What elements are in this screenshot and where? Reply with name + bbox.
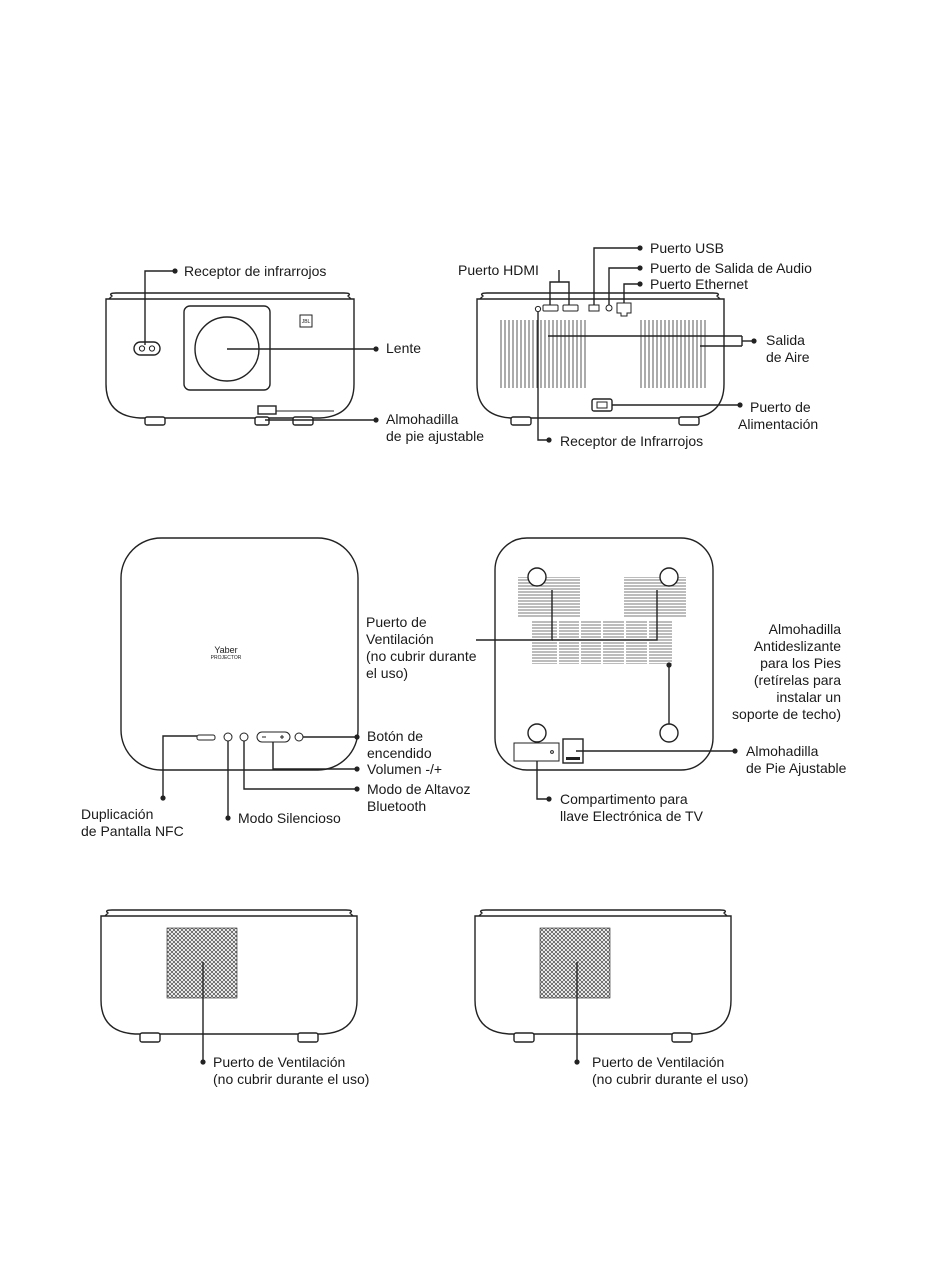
rear-callouts: Puerto HDMI Puerto USB Puerto de Salida … bbox=[458, 240, 818, 449]
label-air-outlet-2: de Aire bbox=[766, 349, 810, 365]
foot-pad-tl bbox=[527, 567, 547, 587]
label-tv-key-1: Compartimento para bbox=[560, 791, 688, 807]
label-lens: Lente bbox=[386, 340, 421, 356]
front-view: JBL bbox=[105, 292, 355, 426]
label-volume: Volumen -/+ bbox=[367, 761, 442, 777]
label-nfc-1: Duplicación bbox=[81, 806, 153, 822]
foot-pad-bl bbox=[527, 723, 547, 743]
right-side-view: Puerto de Ventilación (no cubrir durante… bbox=[474, 909, 748, 1087]
label-left-vent-1: Puerto de Ventilación bbox=[213, 1054, 345, 1070]
bottom-view bbox=[494, 537, 714, 771]
label-power-port-1: Puerto de bbox=[750, 399, 811, 415]
top-view: Yaber PROJECTOR bbox=[120, 537, 359, 771]
front-callouts: Receptor de infrarrojos Lente Almohadill… bbox=[144, 263, 484, 444]
label-air-outlet-1: Salida bbox=[766, 332, 805, 348]
label-right-vent-2: (no cubrir durante el uso) bbox=[592, 1071, 748, 1087]
label-power-button-2: encendido bbox=[367, 745, 432, 761]
label-bluetooth-2: Bluetooth bbox=[367, 798, 426, 814]
rear-view bbox=[476, 292, 725, 426]
bottom-callouts: Puerto de Ventilación (no cubrir durante… bbox=[366, 590, 847, 824]
bottom-vent-left bbox=[518, 577, 580, 617]
foot-pad-br bbox=[659, 723, 679, 743]
side-vent-left bbox=[166, 927, 238, 999]
jbl-badge bbox=[299, 314, 313, 328]
brand-sub: PROJECTOR bbox=[211, 655, 242, 661]
label-audio-out: Puerto de Salida de Audio bbox=[650, 260, 812, 276]
label-vent-3: (no cubrir durante bbox=[366, 648, 477, 664]
label-vent-4: el uso) bbox=[366, 665, 408, 681]
label-power-port-2: Alimentación bbox=[738, 416, 818, 432]
label-anti-slip-1: Almohadilla bbox=[769, 621, 842, 637]
label-tv-key-2: llave Electrónica de TV bbox=[560, 808, 704, 824]
label-foot-pad-1: Almohadilla bbox=[386, 411, 459, 427]
label-hdmi: Puerto HDMI bbox=[458, 262, 539, 278]
label-adj-foot-1: Almohadilla bbox=[746, 743, 819, 759]
brand-logo: Yaber bbox=[214, 645, 237, 655]
label-mute: Modo Silencioso bbox=[238, 810, 341, 826]
label-anti-slip-2: Antideslizante bbox=[754, 638, 841, 654]
top-callouts: Duplicación de Pantalla NFC Modo Silenci… bbox=[81, 728, 471, 839]
label-left-vent-2: (no cubrir durante el uso) bbox=[213, 1071, 369, 1087]
label-foot-pad-2: de pie ajustable bbox=[386, 428, 484, 444]
rear-vent-right bbox=[640, 320, 706, 388]
left-side-view: Puerto de Ventilación (no cubrir durante… bbox=[100, 909, 369, 1087]
label-bluetooth-1: Modo de Altavoz bbox=[367, 781, 471, 797]
ir-window bbox=[133, 341, 161, 356]
label-vent-1: Puerto de bbox=[366, 614, 427, 630]
label-usb: Puerto USB bbox=[650, 240, 724, 256]
foot-pad-tr bbox=[659, 567, 679, 587]
rear-vent-left bbox=[500, 320, 588, 388]
label-ir-receiver: Receptor de infrarrojos bbox=[184, 263, 326, 279]
label-adj-foot-2: de Pie Ajustable bbox=[746, 760, 847, 776]
nfc-zone bbox=[196, 734, 216, 741]
ethernet-port bbox=[616, 302, 632, 317]
label-vent-2: Ventilación bbox=[366, 631, 434, 647]
label-ethernet: Puerto Ethernet bbox=[650, 276, 748, 292]
label-anti-slip-4: (retírelas para bbox=[754, 672, 841, 688]
label-right-vent-1: Puerto de Ventilación bbox=[592, 1054, 724, 1070]
jbl-badge-text: JBL bbox=[302, 319, 311, 325]
hdmi-port-2 bbox=[562, 304, 579, 312]
side-vent-right bbox=[539, 927, 611, 999]
bottom-vent-right bbox=[624, 577, 686, 617]
label-anti-slip-5: instalar un bbox=[776, 689, 841, 705]
label-anti-slip-3: para los Pies bbox=[760, 655, 841, 671]
power-socket bbox=[591, 398, 613, 412]
label-ir-receiver-rear: Receptor de Infrarrojos bbox=[560, 433, 703, 449]
label-nfc-2: de Pantalla NFC bbox=[81, 823, 184, 839]
label-anti-slip-6: soporte de techo) bbox=[732, 706, 841, 722]
label-power-button-1: Botón de bbox=[367, 728, 423, 744]
